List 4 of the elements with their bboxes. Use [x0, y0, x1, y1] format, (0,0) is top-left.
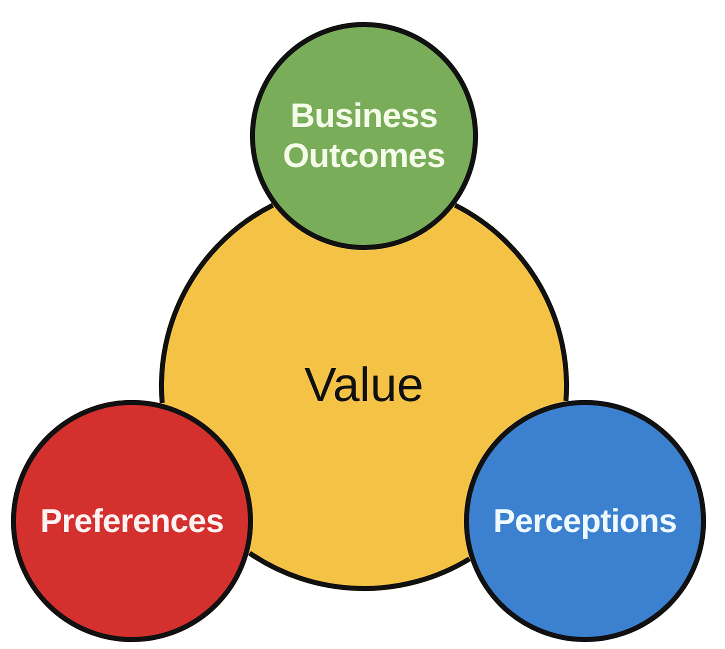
- circle-label: Perceptions: [493, 501, 677, 541]
- circle-label: Value: [304, 359, 424, 413]
- circle-label: Business Outcomes: [282, 96, 446, 176]
- circle-label: Preferences: [40, 501, 224, 541]
